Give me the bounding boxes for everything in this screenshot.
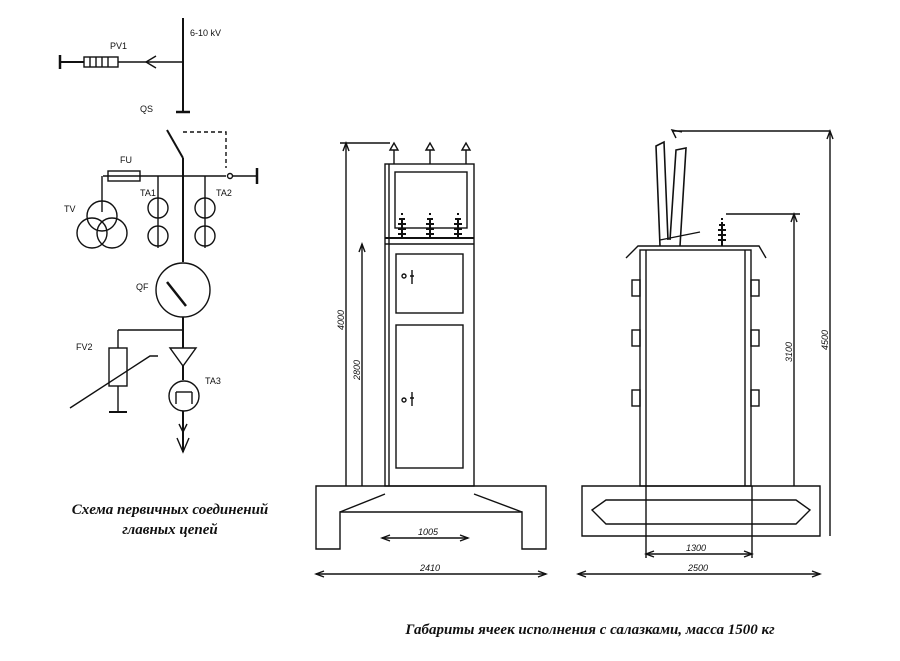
ta2-label: TA2 <box>216 188 232 198</box>
fu-fuse: FU <box>101 155 183 212</box>
pv1-voltmeter: PV1 <box>58 41 183 69</box>
tv-label: TV <box>64 204 76 214</box>
dimensions-caption: Габариты ячеек исполнения с салазками, м… <box>405 622 775 638</box>
fu-label: FU <box>120 155 132 165</box>
ta1-label: TA1 <box>140 188 156 198</box>
fv2-surge-arrester: FV2 <box>69 329 183 413</box>
qs-disconnector: QS <box>140 104 227 176</box>
qf-label: QF <box>136 282 149 292</box>
ta3-label: TA3 <box>205 376 221 386</box>
ta1-current-transformer: TA1 <box>140 176 169 248</box>
primary-circuit-schematic: 6-10 kV PV1 QS <box>58 18 259 454</box>
side-dim-total-width: 2500 <box>687 563 708 573</box>
front-dim-inner-width: 1005 <box>418 527 439 537</box>
schematic-caption: Схема первичных соединений главных цепей <box>40 500 300 540</box>
side-dim-inner-width: 1300 <box>686 543 706 553</box>
qs-label: QS <box>140 104 153 114</box>
pv1-label: PV1 <box>110 41 127 51</box>
schematic-caption-line2: главных цепей <box>122 522 218 538</box>
front-insulators <box>398 213 462 238</box>
side-dim-body-height: 3100 <box>784 342 794 362</box>
front-dim-total-width: 2410 <box>419 563 440 573</box>
front-view-drawing: 4000 2800 1005 2410 <box>314 141 548 578</box>
tv-voltage-transformer: TV <box>64 200 128 249</box>
ta2-current-transformer: TA2 <box>194 176 232 248</box>
schematic-caption-line1: Схема первичных соединений <box>71 502 269 518</box>
front-dim-total-height: 4000 <box>336 310 346 330</box>
front-dim-body-height: 2800 <box>352 360 362 381</box>
voltage-label: 6-10 kV <box>190 28 221 38</box>
qf-circuit-breaker: QF <box>136 262 211 318</box>
ta3-current-transformer: TA3 <box>168 376 221 412</box>
side-dim-total-height: 4500 <box>820 330 830 350</box>
side-view-drawing: 3100 4500 1300 2500 <box>576 129 834 578</box>
fv2-label: FV2 <box>76 342 93 352</box>
